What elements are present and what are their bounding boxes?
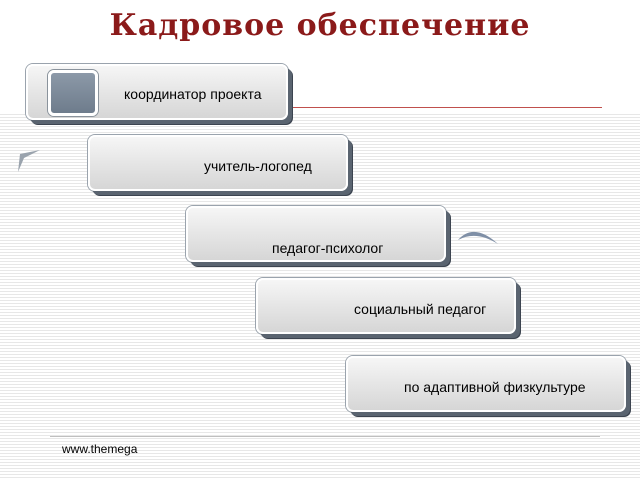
accent-divider [290, 107, 602, 108]
card-label: педагог-психолог [272, 240, 384, 256]
card-label: координатор проекта [124, 86, 262, 102]
card-psychologist[interactable]: педагог-психолог [186, 206, 446, 262]
card-social-pedagogue[interactable]: социальный педагог [256, 278, 516, 334]
card-project-coordinator[interactable]: координатор проекта [26, 64, 288, 120]
card-label: по адаптивной физкультуре [404, 379, 586, 395]
slide-title: Кадровое обеспечение [109, 8, 531, 43]
card-label: учитель-логопед [204, 158, 312, 174]
card-adaptive-pe[interactable]: по адаптивной физкультуре [346, 356, 626, 412]
curved-arrow-icon [458, 231, 498, 244]
card-label: социальный педагог [354, 301, 487, 317]
corner-arrow-icon [18, 150, 40, 172]
image-placeholder-icon [48, 70, 98, 116]
footer-divider [50, 436, 600, 437]
card-speech-therapist[interactable]: учитель-логопед [88, 135, 348, 191]
footer-url: www.themega [62, 442, 138, 456]
